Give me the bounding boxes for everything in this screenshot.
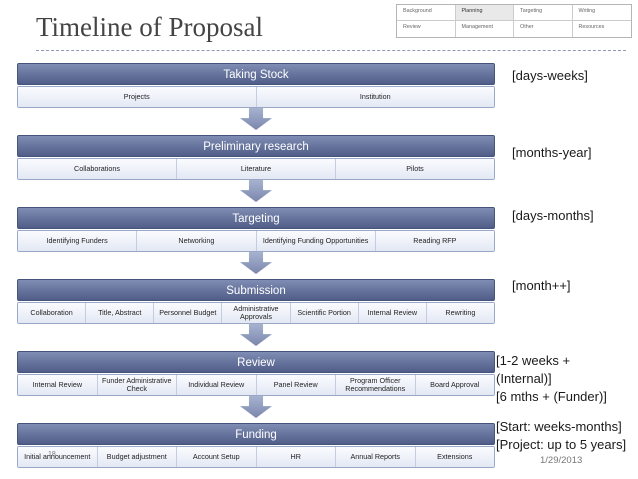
stage-title: Preliminary research [17, 135, 495, 157]
stage-item: Funder Administrative Check [97, 375, 177, 395]
stage-item: Annual Reports [336, 447, 416, 467]
duration-note-submission: [month++] [512, 277, 571, 295]
stage-item: Internal Review [358, 303, 427, 323]
duration-note-taking-stock: [days-weeks] [512, 67, 588, 85]
duration-note-funding: [Start: weeks-months] [Project: up to 5 … [496, 418, 626, 454]
duration-note-review: [1-2 weeks + (Internal)] [6 mths + (Fund… [496, 352, 607, 406]
duration-note-preliminary-research: [months-year] [512, 144, 591, 162]
stage-targeting: Targeting Identifying Funders Networking… [17, 207, 495, 252]
duration-line: [Project: up to 5 years] [496, 437, 627, 452]
stage-item: Collaborations [18, 159, 177, 179]
stage-item: Individual Review [177, 375, 257, 395]
stage-items: Internal Review Funder Administrative Ch… [17, 374, 495, 396]
stage-item: Networking [137, 231, 257, 251]
slide-date: 1/29/2013 [540, 455, 583, 466]
stage-item: HR [256, 447, 336, 467]
stage-title: Taking Stock [17, 63, 495, 85]
stage-item: Title, Abstract [86, 303, 155, 323]
page-title: Timeline of Proposal [36, 12, 264, 42]
stage-preliminary-research: Preliminary research Collaborations Lite… [17, 135, 495, 180]
stage-taking-stock: Taking Stock Projects Institution [17, 63, 495, 108]
stage-item: Program Officer Recommendations [336, 375, 416, 395]
down-arrow-icon [240, 108, 272, 130]
stage-item: Identifying Funders [18, 231, 138, 251]
stage-item: Personnel Budget [154, 303, 223, 323]
down-arrow-icon [240, 252, 272, 274]
stage-title: Submission [17, 279, 495, 301]
stage-item: Panel Review [256, 375, 336, 395]
nav-cell-management[interactable]: Management [456, 21, 514, 37]
duration-line: (Internal)] [496, 371, 552, 386]
duration-line: [Start: weeks-months] [496, 419, 622, 434]
stage-items: Projects Institution [17, 86, 495, 108]
stage-item: Scientific Portion [290, 303, 359, 323]
nav-cell-writing[interactable]: Writing [572, 5, 631, 21]
stage-submission: Submission Collaboration Title, Abstract… [17, 279, 495, 324]
duration-note-targeting: [days-months] [512, 207, 594, 225]
stage-item: Literature [177, 159, 336, 179]
down-arrow-icon [240, 396, 272, 418]
stage-title: Targeting [17, 207, 495, 229]
stage-title: Funding [17, 423, 495, 445]
stage-items: Initial announcement Budget adjustment A… [17, 446, 495, 468]
duration-line: [months-year] [512, 145, 592, 160]
duration-line: [days-weeks] [512, 68, 588, 83]
stage-item: Board Approval [415, 375, 494, 395]
stage-item: Collaboration [18, 303, 87, 323]
nav-cell-targeting[interactable]: Targeting [514, 5, 573, 21]
duration-line: [days-months] [512, 208, 594, 223]
stage-title: Review [17, 351, 495, 373]
stage-items: Collaborations Literature Pilots [17, 158, 495, 180]
down-arrow-icon [240, 180, 272, 202]
down-arrow-icon [240, 324, 272, 346]
stage-item: Initial announcement [18, 447, 98, 467]
nav-cell-resources[interactable]: Resources [578, 24, 605, 30]
stage-item: Identifying Funding Opportunities [256, 231, 376, 251]
page-number: 18 [48, 451, 56, 458]
duration-line: [month++] [512, 278, 571, 293]
nav-cell-background[interactable]: Background [397, 5, 456, 21]
stage-item: Institution [256, 87, 494, 107]
stage-item: Budget adjustment [97, 447, 177, 467]
stage-item: Extensions [415, 447, 494, 467]
title-divider [36, 50, 626, 51]
nav-cell-other[interactable]: Other [514, 21, 573, 37]
duration-line: [6 mths + (Funder)] [496, 389, 607, 404]
stage-item: Account Setup [177, 447, 257, 467]
stage-item: Reading RFP [375, 231, 494, 251]
duration-line: [1-2 weeks + [496, 353, 571, 368]
stage-review: Review Internal Review Funder Administra… [17, 351, 495, 396]
stage-item: Pilots [336, 159, 494, 179]
nav-cell-planning[interactable]: Planning [455, 5, 514, 21]
section-nav-grid: Background Planning Targeting Writing Re… [396, 4, 632, 38]
nav-cell-review[interactable]: Review [397, 21, 456, 37]
stage-item: Rewriting [426, 303, 494, 323]
stage-item: Projects [18, 87, 257, 107]
stage-items: Identifying Funders Networking Identifyi… [17, 230, 495, 252]
stage-funding: Funding Initial announcement Budget adju… [17, 423, 495, 468]
stage-item: Administrative Approvals [222, 303, 291, 323]
stage-item: Internal Review [18, 375, 98, 395]
stage-items: Collaboration Title, Abstract Personnel … [17, 302, 495, 324]
